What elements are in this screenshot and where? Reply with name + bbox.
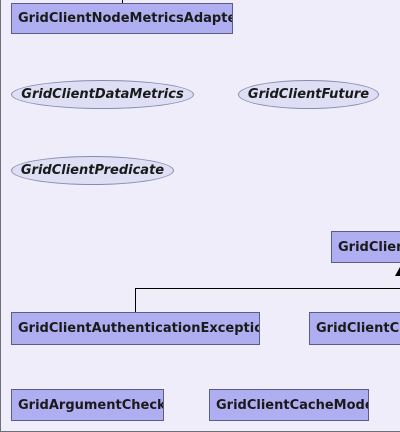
interface-future[interactable]: GridClientFuture: [238, 80, 379, 109]
class-right-top[interactable]: GridClientConnection: [331, 231, 400, 263]
class-argument-check[interactable]: GridArgumentCheck: [11, 389, 164, 421]
class-cache-mode[interactable]: GridClientCacheMode: [209, 389, 369, 421]
connector-top: [122, 0, 123, 4]
interface-predicate[interactable]: GridClientPredicate: [11, 156, 174, 185]
class-node-metrics-adapter[interactable]: GridClientNodeMetricsAdapter: [11, 3, 233, 34]
class-right-bottom[interactable]: GridClientClosedException: [309, 312, 400, 345]
connector-auth-exception-vertical: [135, 288, 136, 312]
class-auth-exception[interactable]: GridClientAuthenticationException: [11, 312, 260, 345]
connector-horizontal: [135, 288, 400, 289]
interface-data-metrics[interactable]: GridClientDataMetrics: [11, 80, 194, 109]
inheritance-arrow-head: [395, 267, 400, 276]
